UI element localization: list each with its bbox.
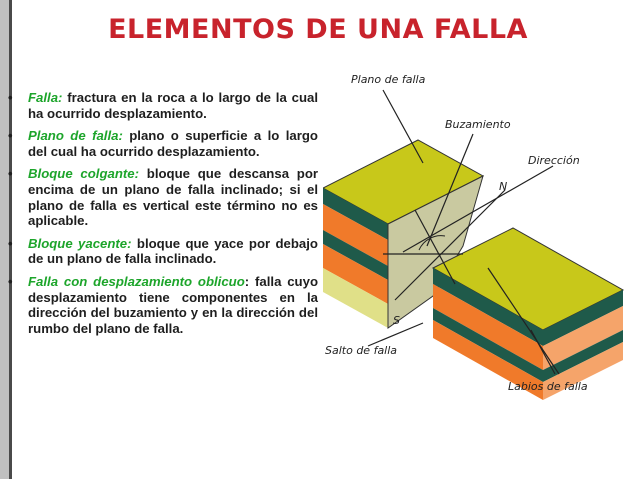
left-accent-bar (0, 0, 12, 479)
definition-list: • Falla: fractura en la roca a lo largo … (8, 90, 318, 343)
left-block-front-orange1 (323, 204, 388, 266)
right-block-front-dark2 (433, 308, 543, 382)
left-block-front-yellow (323, 268, 388, 328)
label-buzamiento: Buzamiento (445, 118, 511, 131)
right-block-front-orange1 (433, 284, 543, 370)
definition-falla-oblicua: : falla cuyo desplazamiento tiene compon… (28, 273, 319, 336)
label-plano-de-falla: Plano de falla (351, 73, 426, 86)
right-block-side-orange1 (543, 306, 623, 370)
bullet-icon: • (8, 235, 13, 251)
definition-item-yacente: • Bloque yacente: bloque que yace por de… (8, 236, 318, 267)
definition-falla: fractura en la roca a lo largo de la cua… (28, 90, 318, 121)
label-north: N (499, 180, 507, 193)
left-accent-line (9, 0, 12, 479)
label-south: S (393, 314, 400, 327)
label-salto-de-falla: Salto de falla (325, 344, 397, 357)
left-block-front-orange2 (323, 244, 388, 304)
right-block-side-dark (543, 290, 623, 346)
north-south-line (394, 189, 506, 301)
term-bloque-colgante: Bloque colgante: (28, 166, 140, 182)
fault-diagram-svg: Plano de falla Buzamiento Dirección N S … (323, 73, 625, 400)
plano-leader-line (382, 89, 424, 164)
right-block-front-orange2 (433, 320, 543, 400)
left-block-front-dark2 (323, 230, 388, 280)
bullet-icon: • (8, 273, 13, 289)
term-falla-oblicua: Falla con desplazamiento oblicuo (28, 273, 245, 289)
buzamiento-leader-line (426, 133, 474, 247)
definition-plano-de-falla: plano o superficie a lo largo del cual h… (28, 128, 318, 159)
right-block-side-orange2 (543, 342, 623, 400)
bullet-icon: • (8, 90, 13, 105)
labios-leader-line2 (487, 267, 560, 375)
direccion-line (402, 165, 554, 253)
right-block-side-dark2 (543, 330, 623, 382)
bullet-icon: • (8, 128, 13, 144)
slide-title: ELEMENTOS DE UNA FALLA (108, 14, 528, 45)
salto-leader-line (367, 322, 424, 347)
definition-item-falla: • Falla: fractura en la roca a lo largo … (8, 90, 318, 121)
right-block-front-dark (433, 268, 543, 346)
definition-bloque-colgante: bloque que descansa por encima de un pla… (28, 166, 319, 229)
fault-diagram: Plano de falla Buzamiento Dirección N S … (323, 68, 631, 406)
definition-item-oblicuo: • Falla con desplazamiento oblicuo: fall… (8, 274, 318, 336)
dip-line (414, 209, 456, 285)
definition-item-colgante: • Bloque colgante: bloque que descansa p… (8, 166, 318, 228)
label-direccion: Dirección (528, 154, 580, 167)
bullet-icon: • (8, 166, 13, 182)
term-plano-de-falla: Plano de falla: (28, 128, 123, 144)
term-falla: Falla: (28, 90, 63, 105)
definition-bloque-yacente: bloque que yace por debajo de un plano d… (28, 235, 318, 267)
left-block-front-dark (323, 188, 388, 240)
term-bloque-yacente: Bloque yacente: (28, 235, 132, 251)
label-labios-de-falla: Labios de falla (508, 380, 588, 393)
definition-item-plano: • Plano de falla: plano o superficie a l… (8, 128, 318, 159)
